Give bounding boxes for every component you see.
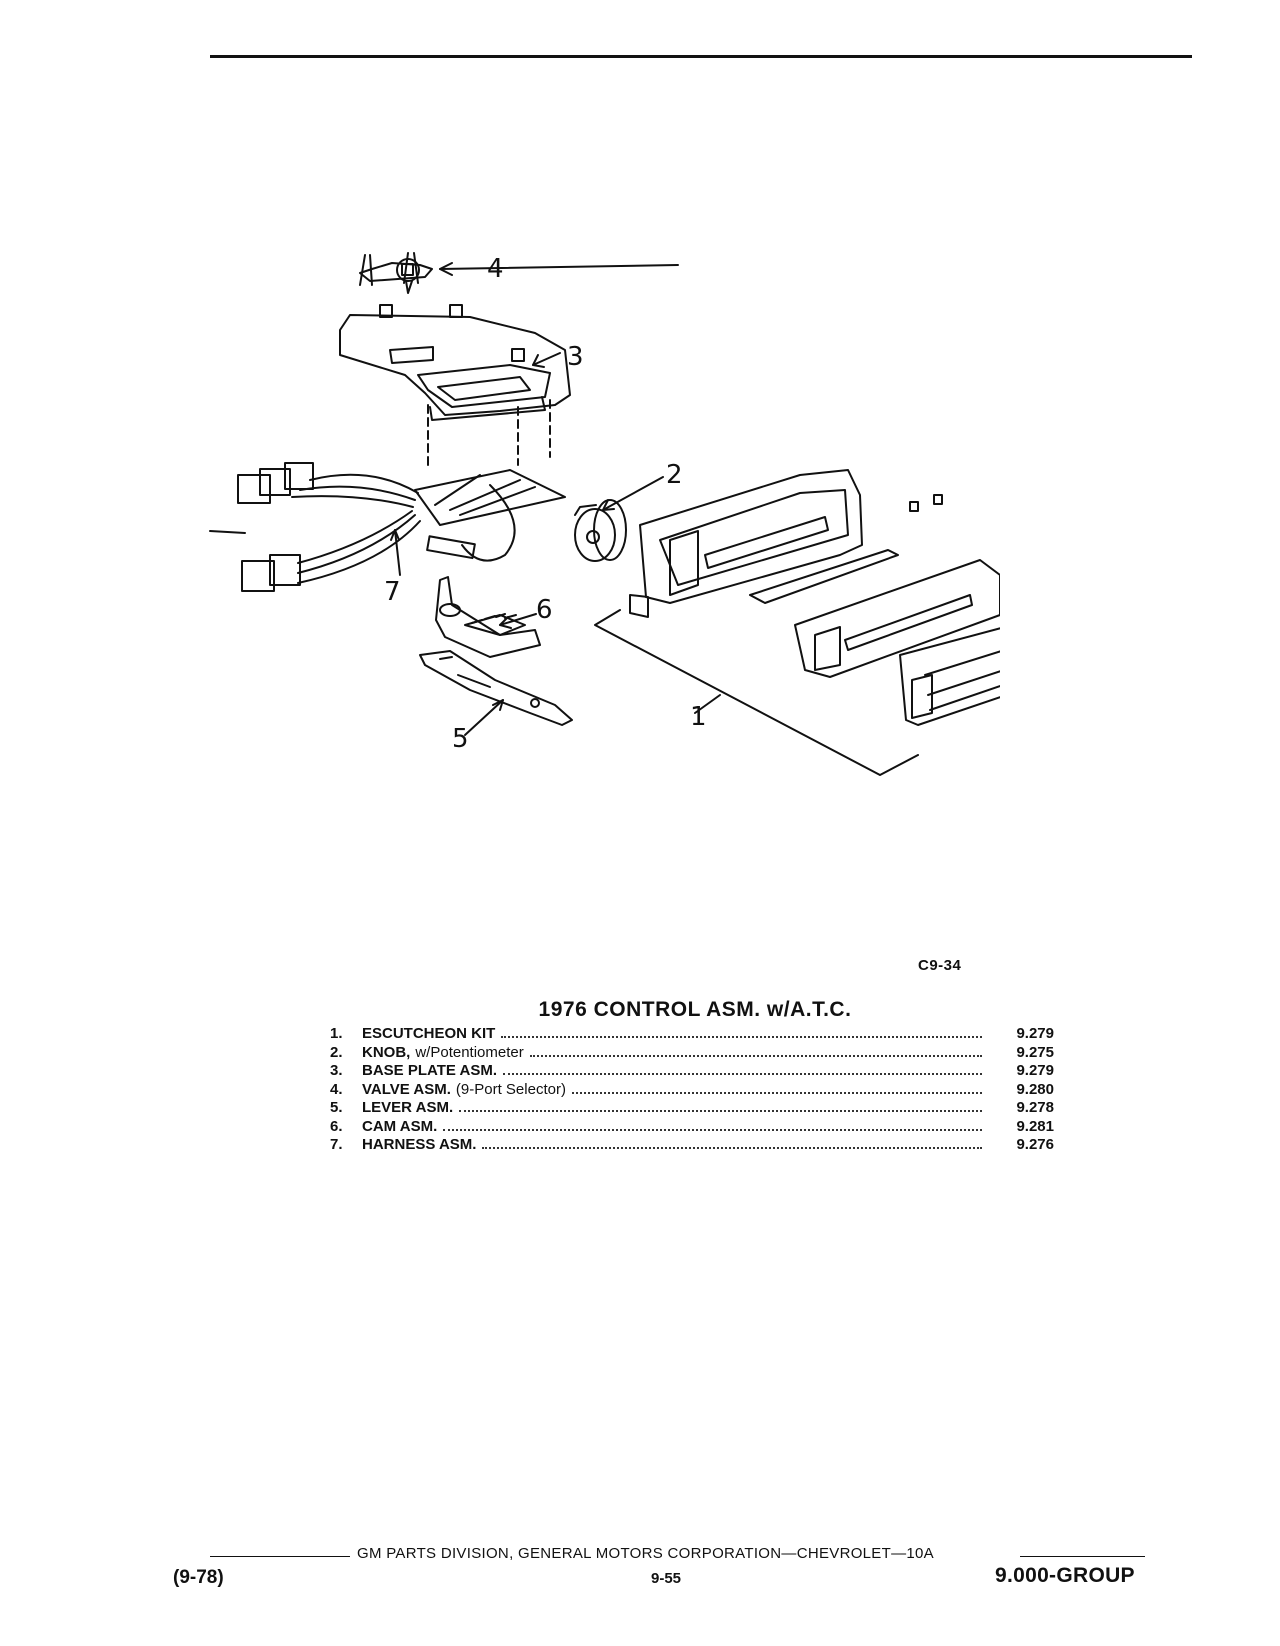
parts-list: 1. ESCUTCHEON KIT 9.279 2. KNOB, w/Poten… <box>330 1025 1060 1155</box>
revision-date: (9-78) <box>173 1567 224 1588</box>
item-note: w/Potentiometer <box>415 1043 524 1061</box>
list-item: 2. KNOB, w/Potentiometer 9.275 <box>330 1044 1060 1063</box>
dot-leader <box>529 1054 982 1057</box>
callout-4: 4 <box>487 254 504 284</box>
dot-leader <box>501 1036 982 1038</box>
item-name: ESCUTCHEON KIT <box>362 1025 496 1042</box>
item-group-number: 9.276 <box>1016 1136 1054 1153</box>
cam-drawing <box>435 576 541 658</box>
dot-leader <box>503 1073 982 1075</box>
item-group-number: 9.279 <box>1016 1062 1054 1079</box>
item-number: 7. <box>330 1136 343 1153</box>
list-item: 3. BASE PLATE ASM. 9.279 <box>330 1062 1060 1081</box>
item-number: 2. <box>330 1043 343 1061</box>
list-item: 4. VALVE ASM. (9-Port Selector) 9.280 <box>330 1081 1060 1100</box>
control-assembly-illustration: 4 3 2 6 5 7 1 <box>209 252 1099 776</box>
figure-code: C9-34 <box>918 957 962 974</box>
item-name: LEVER ASM. <box>362 1099 454 1116</box>
exploded-parts-diagram: 4 3 2 6 5 7 1 <box>200 225 1099 825</box>
item-name: KNOB, <box>362 1043 411 1061</box>
control-housing-drawing <box>629 469 943 618</box>
item-number: 6. <box>330 1117 343 1135</box>
knob-drawing <box>574 499 627 562</box>
leader-lines <box>390 262 919 776</box>
footer-credit: GM PARTS DIVISION, GENERAL MOTORS CORPOR… <box>357 1545 934 1562</box>
page-number: 9-55 <box>651 1570 682 1587</box>
dot-leader <box>571 1091 982 1094</box>
callout-6: 6 <box>536 595 553 625</box>
harness-drawing <box>209 462 566 592</box>
item-name: VALVE ASM. <box>362 1080 451 1098</box>
dot-leader <box>482 1147 982 1149</box>
callout-1: 1 <box>690 702 707 732</box>
valve-assembly-drawing <box>359 252 433 294</box>
catalog-title: 1976 CONTROL ASM. w/A.T.C. <box>538 998 852 1021</box>
callout-7: 7 <box>384 577 401 607</box>
callout-5: 5 <box>452 724 469 754</box>
header-rule <box>210 55 1192 58</box>
item-number: 3. <box>330 1062 343 1079</box>
item-group-number: 9.275 <box>1016 1043 1054 1061</box>
escutcheon-kit-drawing <box>749 549 1099 726</box>
group-label: 9.000-GROUP <box>995 1564 1135 1587</box>
dot-leader <box>459 1110 982 1112</box>
item-name: CAM ASM. <box>362 1117 438 1135</box>
list-item: 1. ESCUTCHEON KIT 9.279 <box>330 1025 1060 1044</box>
list-item: 5. LEVER ASM. 9.278 <box>330 1099 1060 1118</box>
item-group-number: 9.280 <box>1016 1080 1054 1098</box>
footer-rule-left <box>210 1556 350 1557</box>
item-group-number: 9.278 <box>1016 1099 1054 1116</box>
item-group-number: 9.279 <box>1016 1025 1054 1042</box>
item-number: 5. <box>330 1099 343 1116</box>
list-item: 7. HARNESS ASM. 9.276 <box>330 1136 1060 1155</box>
item-number: 4. <box>330 1080 343 1098</box>
item-name: BASE PLATE ASM. <box>362 1062 498 1079</box>
lever-drawing <box>419 650 573 726</box>
callout-3: 3 <box>567 342 584 372</box>
footer-rule-right <box>1020 1556 1145 1557</box>
dot-leader <box>443 1128 982 1131</box>
item-group-number: 9.281 <box>1016 1117 1054 1135</box>
list-item: 6. CAM ASM. 9.281 <box>330 1118 1060 1137</box>
callout-2: 2 <box>666 460 683 490</box>
item-note: (9-Port Selector) <box>455 1080 566 1098</box>
base-plate-drawing <box>339 304 571 471</box>
item-number: 1. <box>330 1025 343 1042</box>
item-name: HARNESS ASM. <box>362 1136 477 1153</box>
